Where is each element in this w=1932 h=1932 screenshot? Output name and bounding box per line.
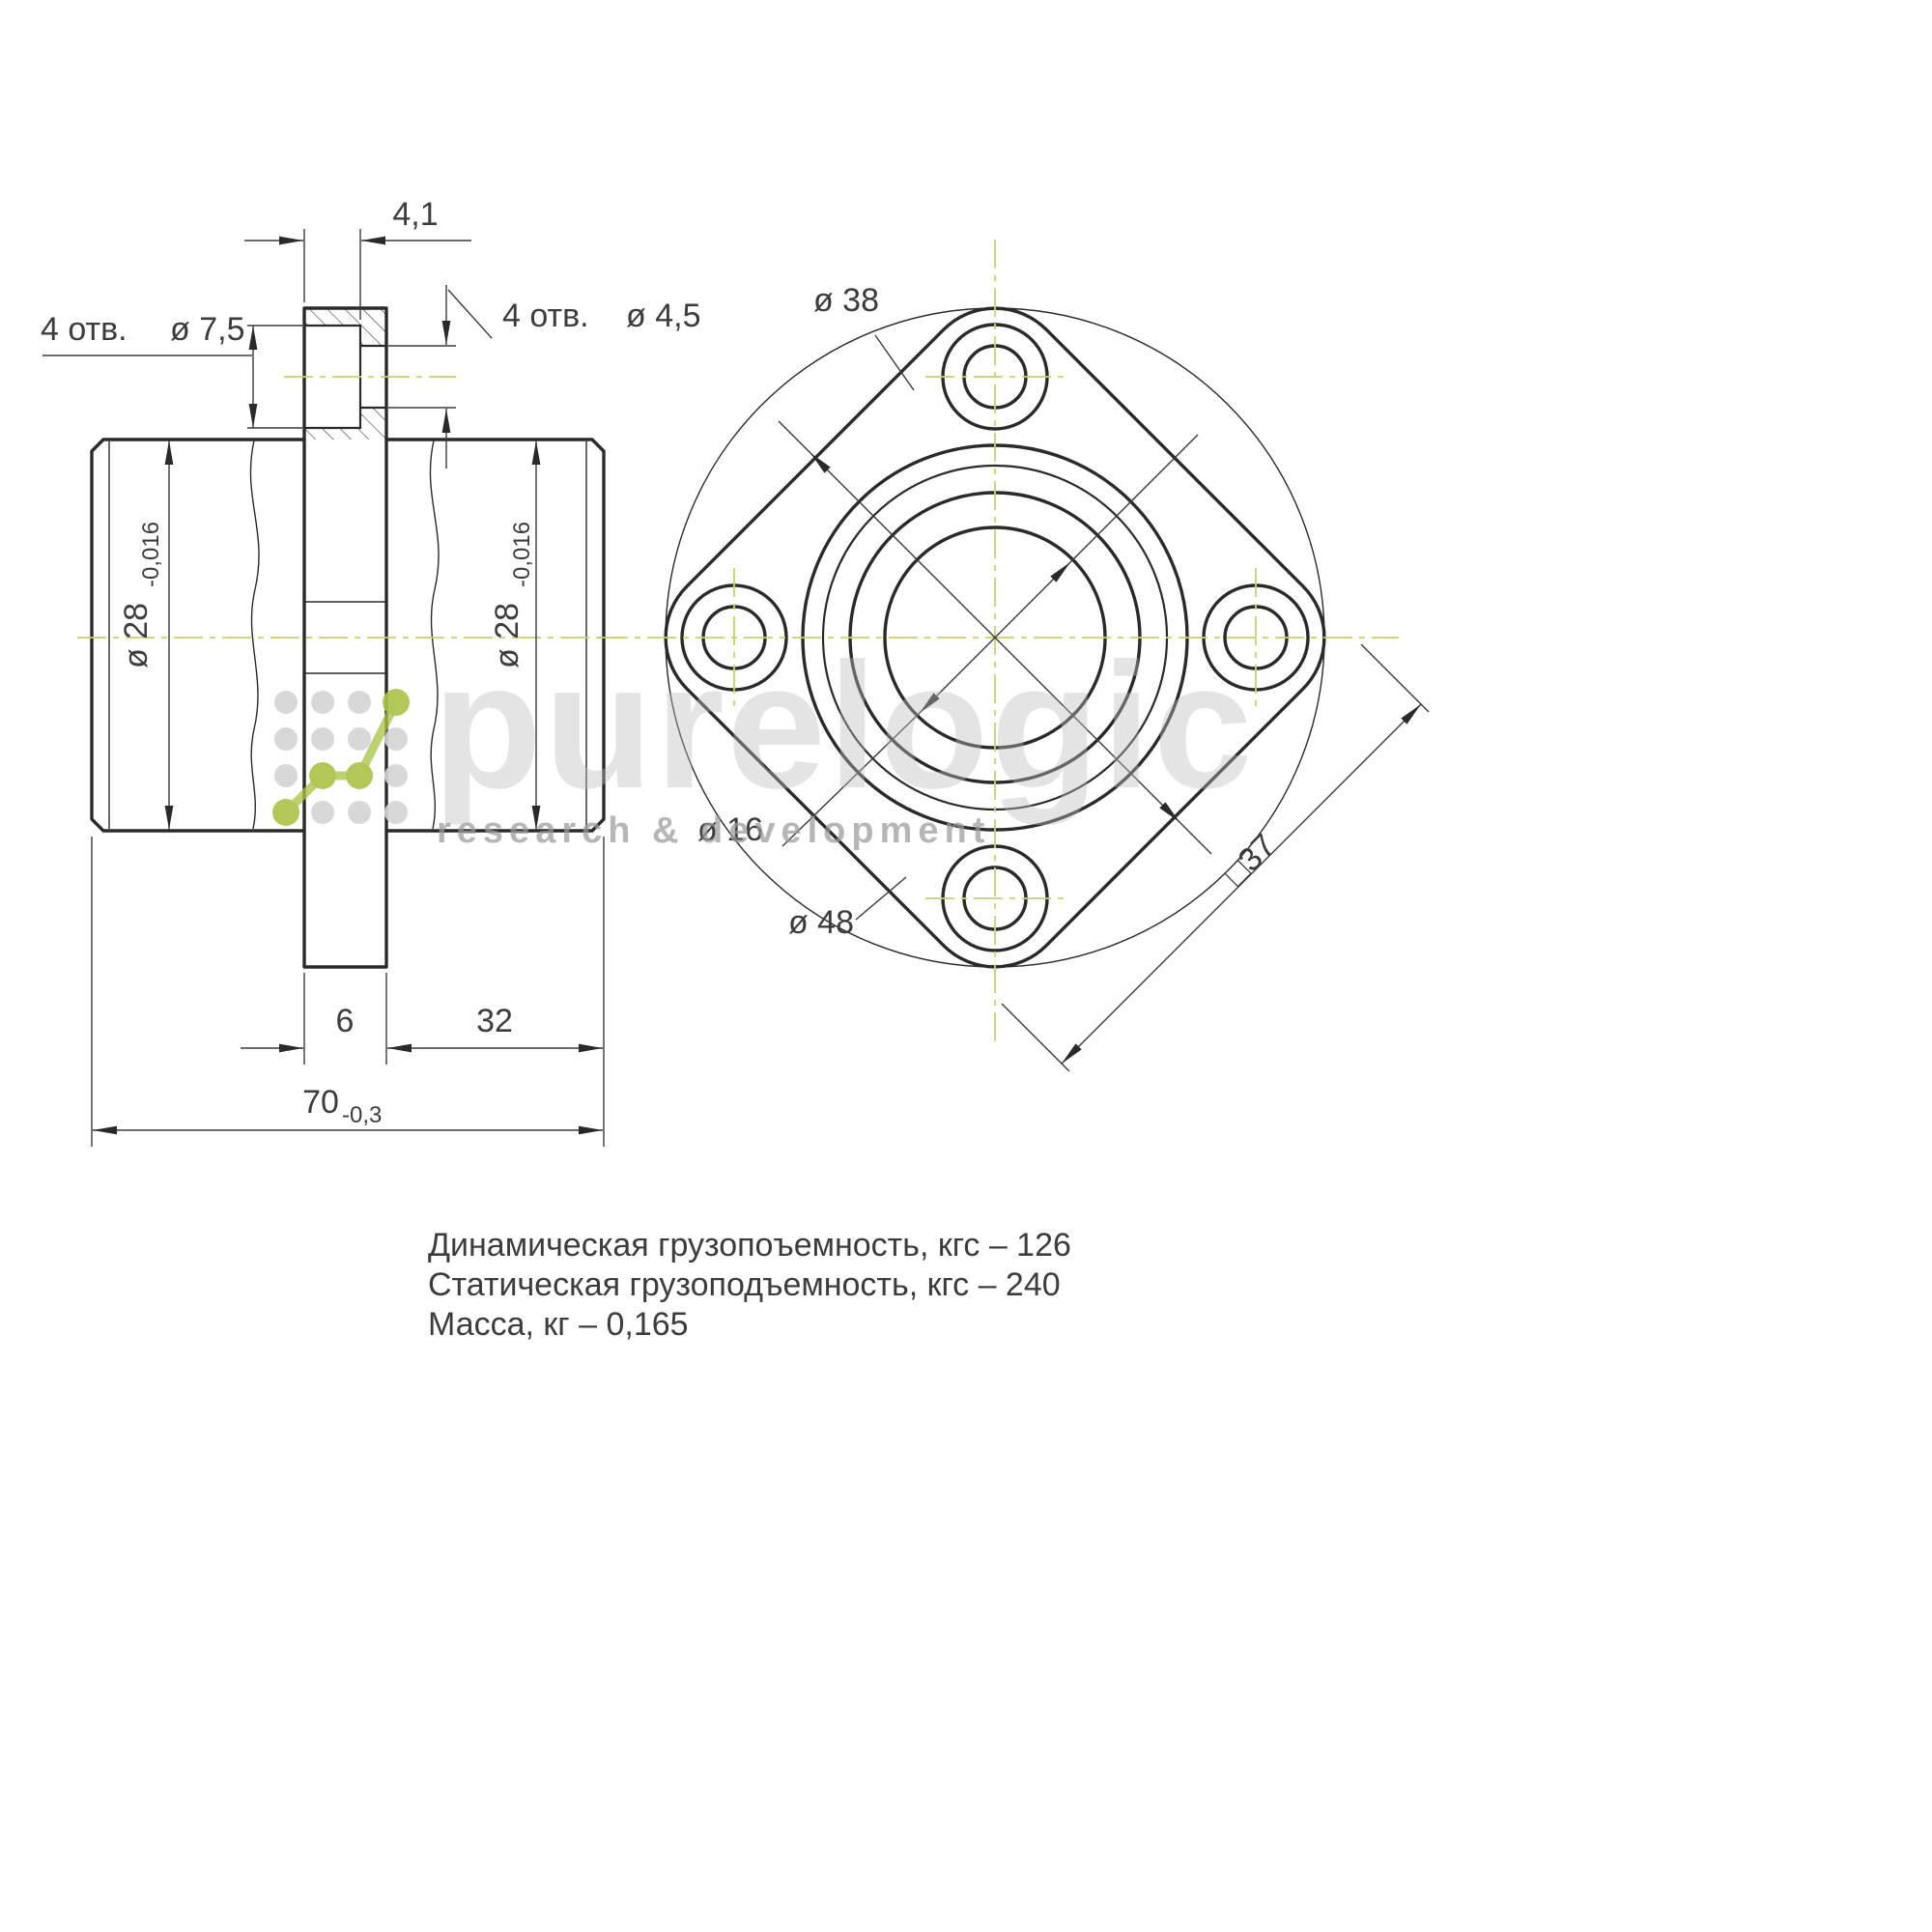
logo-dot xyxy=(311,727,334,751)
logo-dot xyxy=(384,801,408,824)
extension-line xyxy=(1360,643,1430,713)
spec-line-mass: Масса, кг – 0,165 xyxy=(428,1306,689,1343)
hatch-area xyxy=(304,428,386,440)
leader-line xyxy=(855,876,907,921)
dia28-left-tolerance: -0,016 xyxy=(138,522,164,587)
logo-dot xyxy=(384,764,408,787)
hatch-area xyxy=(360,408,386,428)
extension-line xyxy=(1001,1003,1070,1072)
dimension-line xyxy=(1061,703,1422,1065)
cylinder-outline-right xyxy=(384,438,606,833)
cb-holes-dia-label: ø 7,5 xyxy=(170,311,244,348)
extension-line xyxy=(1069,434,1199,563)
logo-dot-green xyxy=(346,762,373,789)
hatch-area xyxy=(304,308,386,326)
logo-zigzag xyxy=(282,699,401,816)
extension-line xyxy=(778,420,811,454)
logo-dot xyxy=(274,764,298,787)
cylinder-outline-left xyxy=(90,438,306,833)
logo-dot xyxy=(311,801,334,824)
cb-holes-count-label: 4 отв. xyxy=(41,311,128,348)
side-view: 4,1 4 отв. ø 7,5 4 отв. ø 4,5 ø 28 -0,01… xyxy=(41,196,700,1147)
front-view: ø 38 ø 16 ø 48 □37 xyxy=(599,240,1430,1072)
dimension-line xyxy=(919,561,1071,714)
dim-counterbore-depth-label: 4,1 xyxy=(392,196,438,233)
logo-dot-green xyxy=(383,689,410,716)
corner-circle-dia-label: ø 48 xyxy=(788,904,854,941)
bolt-circle-dia-label: ø 38 xyxy=(813,282,879,319)
leader-line xyxy=(781,712,921,847)
watermark-logo xyxy=(272,689,410,826)
leader-line xyxy=(447,289,493,339)
dim-flange-width-label: 6 xyxy=(336,1003,355,1039)
logo-dot xyxy=(274,727,298,751)
dim-right-length-label: 32 xyxy=(476,1003,513,1039)
dia28-right-tolerance: -0,016 xyxy=(509,522,535,587)
watermark-tagline-text: research & development xyxy=(437,810,990,851)
dia28-left-label-group: ø 28 -0,016 xyxy=(118,522,164,668)
spec-line-static-capacity: Статическая грузоподъемность, кгс – 240 xyxy=(428,1266,1061,1303)
logo-dot xyxy=(274,691,298,714)
dia28-right-label-group: ø 28 -0,016 xyxy=(489,522,535,668)
square-size-label: □37 xyxy=(1217,827,1283,893)
spec-line-dynamic-capacity: Динамическая грузопоъемность, кгс – 126 xyxy=(428,1227,1071,1264)
dia28-right-label: ø 28 xyxy=(489,603,526,668)
dia28-left-label: ø 28 xyxy=(118,603,155,668)
watermark-brand-text: purelogic xyxy=(433,627,1255,826)
dim-overall-length-label: 70 xyxy=(302,1084,339,1121)
break-line xyxy=(429,440,440,830)
specs: Динамическая грузопоъемность, кгс – 126 … xyxy=(428,1227,1071,1343)
watermark: purelogic research & development xyxy=(272,627,1255,851)
dim-overall-length-tolerance: -0,3 xyxy=(342,1102,382,1128)
bore-dia-label: ø 16 xyxy=(697,811,763,848)
logo-dot-green xyxy=(272,799,299,826)
logo-dot xyxy=(348,691,371,714)
logo-dot xyxy=(348,801,371,824)
leader-line xyxy=(874,334,915,391)
logo-dot xyxy=(311,691,334,714)
logo-dot xyxy=(348,727,371,751)
th-holes-count-label: 4 отв. xyxy=(502,298,589,334)
th-holes-dia-label: ø 4,5 xyxy=(626,298,700,334)
logo-dot-green xyxy=(309,762,336,789)
hatch-area xyxy=(360,326,386,346)
break-line xyxy=(249,440,260,830)
logo-dot xyxy=(384,727,408,751)
extension-line xyxy=(1179,821,1212,855)
